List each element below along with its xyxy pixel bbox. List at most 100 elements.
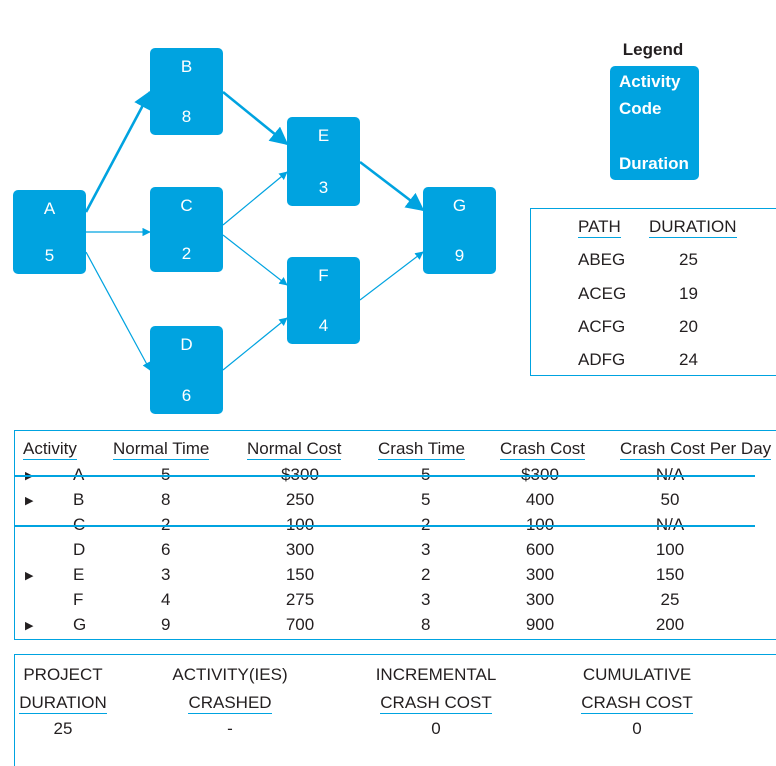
path-name: ACFG	[578, 317, 626, 336]
activity-table-cell: 5	[161, 465, 170, 485]
summary-header-activities-crashed: ACTIVITY(IES) CRASHED	[165, 665, 295, 714]
legend-line-duration: Duration	[619, 154, 689, 173]
activity-table-cell: 300	[525, 590, 555, 609]
activity-table-cell: B	[73, 490, 85, 509]
crash-marker-icon: ▶	[25, 495, 34, 507]
summary-header-project-duration: PROJECT DURATION	[15, 665, 111, 714]
node-g: G 9	[423, 187, 496, 274]
summary-header-line: CRASH COST	[380, 693, 492, 714]
edge-c-f	[222, 234, 288, 286]
summary-header-line: ACTIVITY(IES)	[172, 665, 288, 684]
summary-header-cumulative-cost: CUMULATIVE CRASH COST	[575, 665, 699, 714]
node-e: E 3	[287, 117, 360, 206]
edge-d-f	[222, 317, 288, 371]
activity-table-cell: 100	[655, 540, 685, 559]
summary-header-line: CRASH COST	[581, 693, 693, 714]
activity-table-cell: 700	[285, 615, 315, 634]
network-edges	[84, 90, 425, 371]
node-duration: 5	[44, 246, 55, 265]
node-duration: 6	[181, 386, 192, 405]
header-crash-cost: Crash Cost	[500, 439, 586, 460]
node-duration: 4	[318, 316, 329, 335]
crash-marker-icon: ▶	[25, 620, 34, 632]
activity-table-cell: 4	[161, 590, 171, 609]
activity-cost-table: Activity Normal Time Normal Cost Crash T…	[14, 430, 776, 640]
node-code: G	[452, 196, 467, 215]
activity-table-cell: $300	[281, 465, 319, 484]
activity-table-cell: 400	[525, 490, 555, 509]
path-duration: 24	[679, 350, 698, 369]
activity-table-cell: C	[73, 515, 85, 535]
activity-table-cell: 250	[285, 490, 315, 509]
activity-table-cell: 200	[655, 615, 685, 634]
node-code: F	[318, 266, 329, 285]
activity-table-cell: $300	[521, 465, 559, 484]
paths-header-duration: DURATION	[649, 217, 737, 238]
activity-table-cell: 300	[285, 540, 315, 559]
edge-a-d	[85, 251, 151, 371]
node-d: D 6	[150, 326, 223, 414]
row-strikethrough	[15, 525, 755, 527]
paths-table: PATH DURATION ABEG 25 ACEG 19 ACFG 20 AD…	[530, 208, 776, 376]
activity-table-cell: 2	[161, 515, 170, 535]
summary-header-incremental-cost: INCREMENTAL CRASH COST	[365, 665, 507, 714]
node-code: A	[43, 199, 56, 218]
activity-table-cell: G	[73, 615, 87, 634]
activity-table-cell: 3	[421, 590, 431, 609]
activity-table-cell: 50	[660, 490, 680, 509]
node-c: C 2	[150, 187, 223, 272]
activity-table-cell: 600	[525, 540, 555, 559]
path-name: ABEG	[578, 250, 626, 269]
crash-summary: PROJECT DURATION ACTIVITY(IES) CRASHED I…	[14, 654, 776, 766]
activity-table-cell: 8	[421, 615, 431, 634]
summary-header-line: CUMULATIVE	[582, 665, 692, 684]
node-f: F 4	[287, 257, 360, 344]
activity-table-cell: 150	[285, 565, 315, 584]
activity-table-cell: E	[73, 565, 85, 584]
activity-table-cell: 900	[525, 615, 555, 634]
summary-header-line: DURATION	[19, 693, 107, 714]
legend-line-code: Code	[619, 99, 662, 118]
activity-table-cell: 3	[161, 565, 171, 584]
activity-table-cell: 2	[421, 565, 431, 584]
node-duration: 9	[454, 246, 465, 265]
edge-e-g	[359, 160, 425, 212]
path-name: ADFG	[578, 350, 626, 369]
node-duration: 3	[318, 178, 329, 197]
activity-table-cell: 150	[655, 565, 685, 584]
node-duration: 8	[181, 107, 192, 126]
activity-table-cell: 300	[525, 565, 555, 584]
node-code: B	[180, 57, 193, 76]
activity-table-cell: 25	[660, 590, 680, 609]
edge-a-b	[84, 90, 152, 213]
activity-table-cell: 275	[285, 590, 315, 609]
summary-incremental-cost-value: 0	[431, 719, 441, 738]
legend-title: Legend	[622, 40, 684, 59]
node-code: C	[180, 196, 193, 215]
header-crash-cost-per-day: Crash Cost Per Day	[620, 439, 772, 460]
activity-table-cell: 5	[421, 465, 430, 485]
activity-table-cell: D	[73, 540, 86, 559]
node-a: A 5	[13, 190, 86, 274]
legend-line-activity: Activity	[619, 72, 681, 91]
summary-header-line: CRASHED	[188, 693, 272, 714]
edge-b-e	[222, 90, 289, 146]
paths-header-path: PATH	[578, 217, 621, 238]
path-name: ACEG	[578, 284, 627, 303]
edge-f-g	[359, 251, 424, 301]
node-duration: 2	[181, 244, 192, 263]
crash-marker-icon: ▶	[25, 570, 34, 582]
path-duration: 20	[679, 317, 698, 336]
summary-project-duration-value: 25	[53, 719, 73, 738]
node-code: D	[180, 335, 193, 354]
activity-table-cell: A	[73, 465, 84, 485]
activity-table-cell: 2	[421, 515, 430, 535]
row-strikethrough	[15, 475, 755, 477]
legend-box: Activity Code Duration	[610, 66, 699, 180]
activity-table-cell: 6	[161, 540, 171, 559]
activity-table-cell: F	[73, 590, 84, 609]
edge-c-e	[222, 171, 288, 226]
path-duration: 25	[679, 250, 698, 269]
activity-table-cell: 100	[285, 515, 315, 534]
header-normal-time: Normal Time	[113, 439, 210, 460]
